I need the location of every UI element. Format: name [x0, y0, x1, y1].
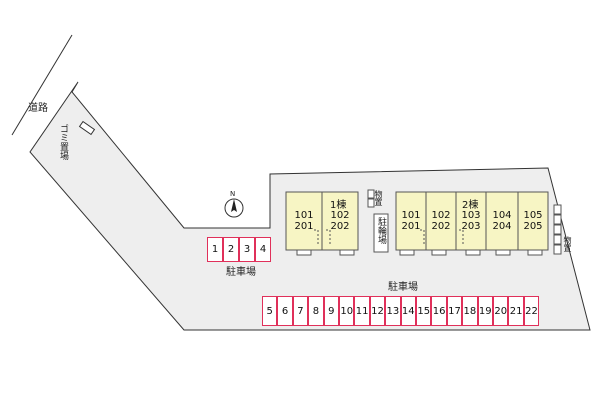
building-1-title: 1棟 — [330, 200, 347, 211]
storage-left-label: 物置 — [374, 190, 383, 206]
parking-small-label: 駐車場 — [226, 267, 256, 278]
parking-space: 4 — [255, 237, 271, 262]
parking-space: 14 — [400, 296, 416, 326]
parking-space: 19 — [477, 296, 493, 326]
parking-space: 22 — [523, 296, 540, 326]
bicycle-parking — [373, 213, 389, 253]
parking-space: 18 — [462, 296, 478, 326]
parking-space: 11 — [354, 296, 370, 326]
storage-right-label: 物置 — [563, 236, 572, 252]
north-compass — [224, 198, 244, 218]
parking-space: 15 — [416, 296, 432, 326]
bicycle-parking-label: 駐輪場 — [376, 217, 386, 244]
parking-space: 12 — [369, 296, 386, 326]
parking-space: 5 — [262, 296, 278, 326]
parking-space: 17 — [446, 296, 463, 326]
parking-space: 21 — [508, 296, 524, 326]
garbage-box — [78, 120, 96, 136]
parking-space: 3 — [239, 237, 255, 262]
road-edge-left — [11, 44, 67, 136]
parking-space: 16 — [431, 296, 447, 326]
building-2 — [395, 191, 549, 251]
parking-space: 20 — [493, 296, 509, 326]
parking-space: 13 — [385, 296, 401, 326]
parking-space: 8 — [308, 296, 324, 326]
parking-space: 7 — [292, 296, 309, 326]
parking-space: 6 — [277, 296, 293, 326]
road-label: 道路 — [28, 103, 48, 114]
garbage-label: ゴミ置場 — [58, 124, 68, 160]
parking-space: 1 — [207, 237, 223, 262]
parking-large-label: 駐車場 — [388, 282, 418, 293]
parking-space: 2 — [223, 237, 239, 262]
north-label: N — [230, 190, 236, 198]
parking-space: 9 — [323, 296, 339, 326]
building-2-title: 2棟 — [462, 200, 479, 211]
parking-space: 10 — [339, 296, 355, 326]
